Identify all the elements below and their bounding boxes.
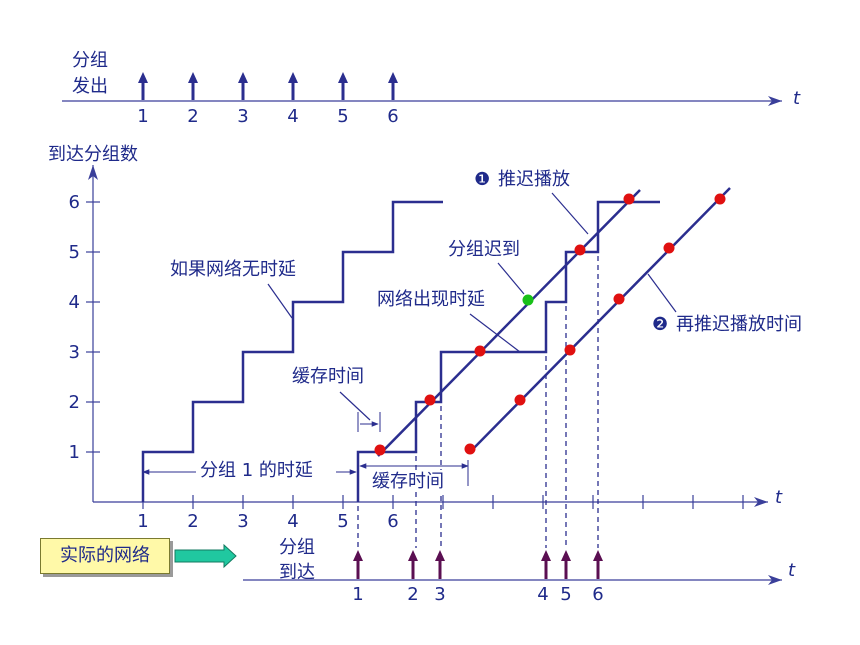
send-arrow: [338, 72, 348, 100]
send-axis-t-label: t: [793, 88, 801, 109]
packet1-delay-label-bg: [196, 458, 336, 482]
badge-arrow-icon: [174, 543, 237, 569]
send-arrow: [388, 72, 398, 100]
y-tick-label: 6: [69, 192, 80, 213]
send-number: 4: [287, 106, 298, 127]
y-tick-label: 1: [69, 442, 80, 463]
arrive-label-line2: 到达: [279, 562, 315, 583]
arrive-number: 4: [537, 584, 548, 605]
arrive-axis-arrowhead: [768, 575, 782, 585]
buffer-time-label-bg: [370, 470, 460, 492]
no-delay-staircase: [141, 200, 443, 502]
network-delay-pointer: [469, 313, 521, 353]
arrive-number: 6: [592, 584, 603, 605]
playback-2-marker: ❷: [652, 314, 668, 335]
buffer-time-small-label: 缓存时间: [292, 366, 364, 387]
no-delay-pointer: [267, 283, 293, 319]
buffer-time-label: 缓存时间: [372, 471, 444, 492]
send-arrow: [188, 72, 198, 100]
arrive-number: 5: [560, 584, 571, 605]
send-number: 1: [137, 106, 148, 127]
playback-dot: [374, 444, 386, 456]
packet-late-label: 分组迟到: [448, 239, 520, 260]
send-panel: 分组 发出 t 1 2 3 4 5 6: [62, 50, 801, 127]
arrive-arrow: [353, 550, 363, 579]
playback-1-marker: ❶: [474, 169, 490, 190]
x-tick-labels: 1 2 3 4 5 6: [137, 511, 398, 532]
send-arrows: [138, 72, 398, 100]
playback-dot: [464, 443, 476, 455]
y-tick-label: 4: [69, 292, 80, 313]
x-axis-t-label: t: [775, 487, 783, 508]
packet-late-pointer: [497, 262, 525, 295]
send-number: 2: [187, 106, 198, 127]
arrive-arrows: [353, 550, 603, 579]
playback-2-pointer: [647, 273, 677, 313]
playback-dot: [714, 193, 726, 205]
x-tick-label: 1: [137, 511, 148, 532]
send-arrow: [138, 72, 148, 100]
packet1-delay-label: 分组 1 的时延: [200, 460, 313, 481]
arrival-panel: 分组 到达 t 1 2 3 4 5 6: [174, 537, 796, 605]
y-tick-marks: [86, 201, 100, 453]
send-arrow: [238, 72, 248, 100]
playback-dots: [374, 193, 726, 456]
y-tick-label: 3: [69, 342, 80, 363]
annotations: 如果网络无时延 网络出现时延 分组迟到 ❶ 推迟播放 ❷ 再推迟播放时间 缓存时…: [142, 169, 802, 492]
network-delay-label: 网络出现时延: [377, 289, 485, 310]
x-tick-label: 4: [287, 511, 298, 532]
playback-dot: [564, 344, 576, 356]
arrive-arrow: [561, 550, 571, 579]
playback-dot: [613, 293, 625, 305]
playback-2-label: 再推迟播放时间: [676, 314, 802, 335]
x-tick-label: 5: [337, 511, 348, 532]
arrive-arrow: [541, 550, 551, 579]
playback-dot: [514, 394, 526, 406]
y-axis-arrowhead: [88, 165, 98, 180]
actual-network-badge: 实际的网络: [40, 538, 170, 574]
playback-dot: [623, 193, 635, 205]
no-delay-label: 如果网络无时延: [170, 259, 296, 280]
playback-dot: [574, 244, 586, 256]
arrive-number: 3: [434, 584, 445, 605]
playback-1-label: 推迟播放: [498, 169, 570, 190]
arrive-numbers: 1 2 3 4 5 6: [352, 584, 603, 605]
playback-line-1: [377, 189, 641, 457]
arrival-chart: 到达分组数 t 1 2 3 4 5 6 1 2 3 4 5 6: [48, 144, 802, 548]
x-axis-arrowhead: [754, 497, 768, 507]
playback-dot: [663, 242, 675, 254]
y-axis-title: 到达分组数: [48, 144, 138, 165]
arrive-arrow: [593, 550, 603, 579]
arrival-dashed-guides: [357, 202, 599, 548]
send-number: 3: [237, 106, 248, 127]
arrive-axis-t-label: t: [788, 560, 796, 581]
send-numbers: 1 2 3 4 5 6: [137, 106, 398, 127]
arrive-arrow: [408, 550, 418, 579]
x-tick-label: 6: [387, 511, 398, 532]
arrive-arrow: [435, 550, 445, 579]
buffer-time-small-pointer: [339, 391, 371, 421]
playback-1-pointer: [551, 192, 589, 235]
x-tick-marks: [142, 495, 744, 509]
arrive-label-line1: 分组: [279, 537, 315, 558]
arrive-number: 2: [407, 584, 418, 605]
playback-line-2: [469, 187, 731, 453]
send-arrow: [288, 72, 298, 100]
y-tick-label: 5: [69, 242, 80, 263]
playback-dot: [424, 394, 436, 406]
send-number: 6: [387, 106, 398, 127]
x-tick-label: 3: [237, 511, 248, 532]
y-tick-label: 2: [69, 392, 80, 413]
x-tick-label: 2: [187, 511, 198, 532]
send-axis-arrowhead: [768, 96, 782, 106]
late-packet-dot: [522, 294, 534, 306]
send-label-line1: 分组: [72, 50, 108, 71]
send-number: 5: [337, 106, 348, 127]
send-label-line2: 发出: [72, 76, 108, 97]
playback-dot: [474, 345, 486, 357]
y-tick-labels: 1 2 3 4 5 6: [69, 192, 80, 463]
arrive-number: 1: [352, 584, 363, 605]
